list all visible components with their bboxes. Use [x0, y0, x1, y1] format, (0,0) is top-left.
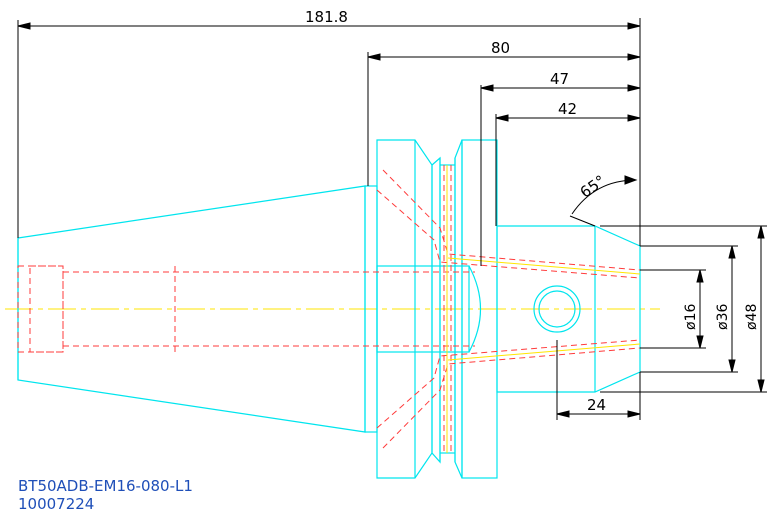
coolant-channels — [446, 165, 641, 453]
part-code: BT50ADB-EM16-080-L1 — [18, 477, 193, 495]
dim-42-arrow-right — [627, 114, 641, 122]
dim-42-label: 42 — [558, 100, 577, 118]
dim-d16-arrow-top — [696, 269, 704, 283]
dim-80-label: 80 — [491, 39, 510, 57]
angle-ext-line — [569, 215, 596, 227]
dim-d48-arrow-top — [757, 225, 765, 239]
dim-d36-arrow-bottom — [728, 359, 736, 373]
angle-arrow — [624, 175, 638, 185]
lock-screw-outer — [533, 285, 581, 333]
hidden-coolant-top-2 — [376, 189, 641, 279]
hidden-lines — [17, 165, 641, 453]
dim-181-arrow-right — [627, 22, 641, 30]
dimension-lines — [17, 18, 767, 420]
dim-d16-arrow-bottom — [696, 335, 704, 349]
part-number: 10007224 — [18, 495, 95, 513]
dim-47-label: 47 — [550, 70, 569, 88]
dim-47-arrow-right — [627, 84, 641, 92]
dim-angle-label: 65° — [577, 172, 609, 202]
dim-screw-offset-label: 24 — [587, 396, 606, 414]
lock-screw-inner — [538, 290, 576, 328]
shank-bore — [376, 265, 470, 353]
hidden-coolant-bottom-2 — [376, 339, 641, 429]
dim-80-arrow-right — [627, 53, 641, 61]
dim-80-arrow-left — [367, 53, 381, 61]
coolant-channel-top — [447, 257, 641, 275]
dim-d36-arrow-top — [728, 245, 736, 259]
dim-47-arrow-left — [480, 84, 494, 92]
dim-181-arrow-left — [17, 22, 31, 30]
bore-end-arc — [468, 265, 482, 353]
dim-24-arrow-left — [556, 410, 570, 418]
coolant-channel-bottom — [447, 343, 641, 361]
hidden-pull-stud-counterbore — [29, 265, 64, 353]
dim-bore-diameter-label: ø16 — [683, 304, 699, 330]
dim-nose-diameter-label: ø48 — [744, 304, 760, 330]
dim-42-arrow-left — [495, 114, 509, 122]
dim-overall-length-label: 181.8 — [305, 8, 348, 26]
dim-24-arrow-right — [627, 410, 641, 418]
dim-d48-arrow-bottom — [757, 379, 765, 393]
flange-groove-left — [431, 156, 441, 464]
dim-body-diameter-label: ø36 — [715, 304, 731, 330]
